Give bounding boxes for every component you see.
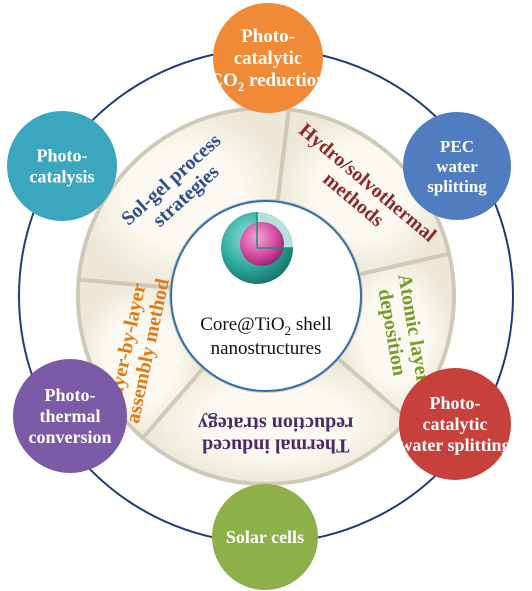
application-label-line: conversion — [29, 427, 112, 447]
application-label-line: catalytic — [423, 414, 488, 434]
application-label-line: CO — [209, 70, 238, 91]
application-label-line: Photo- — [241, 26, 295, 47]
application-label: Photo-catalysis — [30, 146, 95, 187]
method-label: Thermal inducedreduction strategy — [198, 413, 354, 457]
core-shell-sphere-icon — [221, 212, 293, 284]
application-label-line: Photo- — [45, 385, 96, 405]
application-label-line: catalytic — [234, 48, 303, 69]
center-title: Core@TiO2 shell — [200, 314, 332, 338]
center-subtitle: nanostructures — [211, 338, 322, 359]
application-label: Solar cells — [226, 527, 304, 547]
method-label-line: Thermal induced — [202, 435, 349, 457]
application-label-subscript: 2 — [238, 79, 245, 94]
application-label-suffix: reduction — [244, 70, 327, 91]
application-label-line: PEC — [440, 137, 474, 156]
method-label: Atomic layerdeposition — [372, 272, 435, 389]
application-label-line: splitting — [427, 177, 487, 196]
application-label-line: Photo- — [430, 393, 481, 413]
application-label-line: water splitting — [399, 435, 510, 455]
center-circle — [170, 200, 362, 392]
application-label-line: Photo- — [37, 146, 88, 166]
method-sector: Thermal inducedreduction strategy — [139, 355, 411, 486]
application-label-line: Solar cells — [226, 527, 304, 547]
application-circle: Solar cells — [212, 484, 318, 590]
method-sector: Sol-gel processstrategies — [76, 106, 292, 290]
method-label-line: reduction strategy — [198, 413, 354, 435]
application-label-line: thermal — [40, 406, 101, 426]
application-label-line: water — [436, 157, 478, 176]
application-circle: Photo-catalysis — [7, 111, 117, 221]
application-label-line: catalysis — [30, 167, 95, 187]
